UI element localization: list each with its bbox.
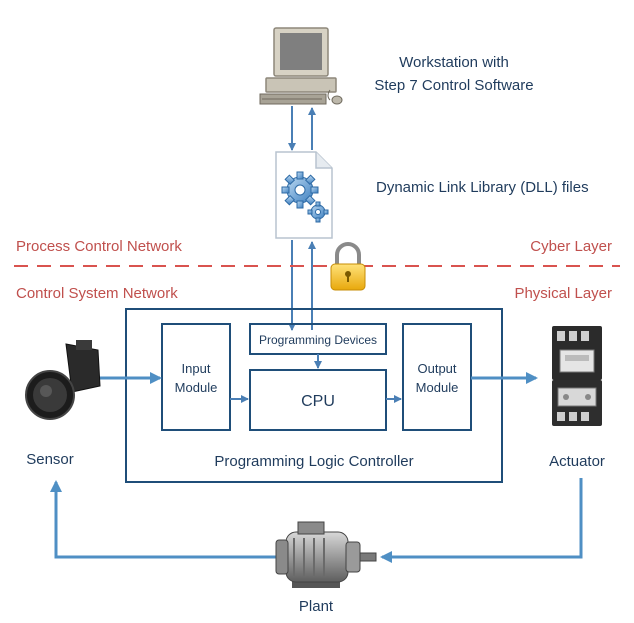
actuator-to-plant-arrow bbox=[380, 478, 583, 563]
process-control-network-label: Process Control Network bbox=[16, 238, 182, 255]
output-module-box bbox=[402, 323, 472, 431]
input-module-label-line1: Input bbox=[182, 361, 211, 376]
output-module-label-line2: Module bbox=[416, 380, 459, 395]
plc-label: Programming Logic Controller bbox=[214, 453, 413, 470]
lock-icon bbox=[330, 242, 366, 291]
computer-icon bbox=[259, 27, 343, 105]
output-module-label-line1: Output bbox=[417, 361, 456, 376]
sensor-icon bbox=[25, 340, 101, 420]
control-system-network-label: Control System Network bbox=[16, 285, 178, 302]
plant-label: Plant bbox=[299, 598, 334, 615]
workstation-label-line1: Workstation with bbox=[399, 54, 509, 71]
plc-box bbox=[125, 308, 503, 483]
cyber-layer-label: Cyber Layer bbox=[530, 238, 612, 255]
actuator-label: Actuator bbox=[549, 453, 605, 470]
dll-label: Dynamic Link Library (DLL) files bbox=[376, 179, 589, 196]
sensor-label: Sensor bbox=[26, 451, 74, 468]
input-module-label-line2: Module bbox=[175, 380, 218, 395]
workstation-label-line2: Step 7 Control Software bbox=[374, 77, 533, 94]
input-module-box bbox=[161, 323, 231, 431]
plant-to-sensor-arrow bbox=[50, 480, 280, 559]
electric-motor-icon bbox=[275, 521, 377, 588]
cpu-label: CPU bbox=[301, 393, 335, 410]
physical-layer-label: Physical Layer bbox=[514, 285, 612, 302]
contactor-icon bbox=[552, 326, 602, 426]
gear-document-icon bbox=[275, 151, 333, 239]
programming-devices-label: Programming Devices bbox=[259, 333, 377, 347]
